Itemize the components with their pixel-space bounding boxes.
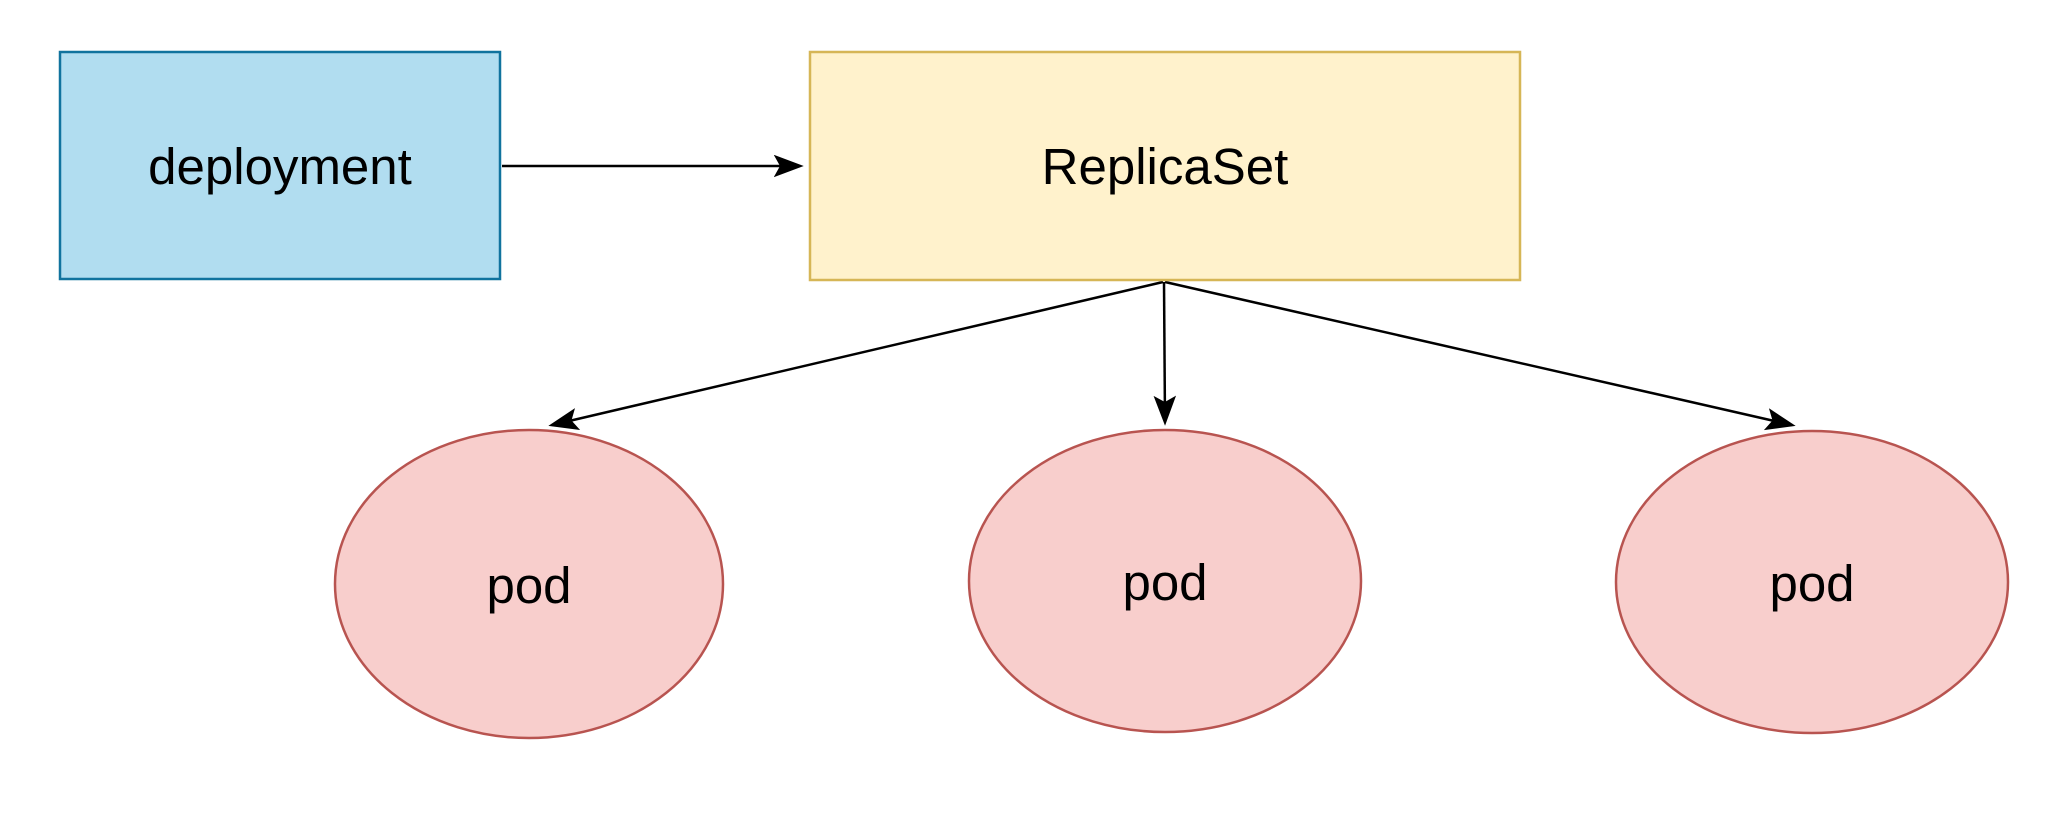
deployment-label: deployment: [148, 138, 412, 195]
edge-replicaset-to-pod-middle: [1153, 281, 1177, 426]
deployment-box: [58, 50, 502, 281]
pod-right-node: pod: [1614, 429, 2010, 735]
edge-replicaset-to-pod-right: [1164, 280, 1796, 431]
pod-left-ellipse: [333, 428, 725, 740]
pod-middle-label: pod: [1122, 554, 1207, 611]
replicaset-label: ReplicaSet: [1042, 138, 1289, 195]
replicaset-box: [808, 50, 1522, 282]
pod-left-node: pod: [333, 428, 725, 740]
edges-layer: [502, 154, 1796, 431]
pod-middle-ellipse: [967, 428, 1363, 734]
pod-left-label: pod: [486, 557, 571, 614]
replicaset-node: ReplicaSet: [808, 50, 1522, 282]
deployment-node: deployment: [58, 50, 502, 281]
pod-right-ellipse: [1614, 429, 2010, 735]
edge-replicaset-to-pod-left: [548, 280, 1164, 430]
pod-middle-node: pod: [967, 428, 1363, 734]
pod-right-label: pod: [1769, 555, 1854, 612]
